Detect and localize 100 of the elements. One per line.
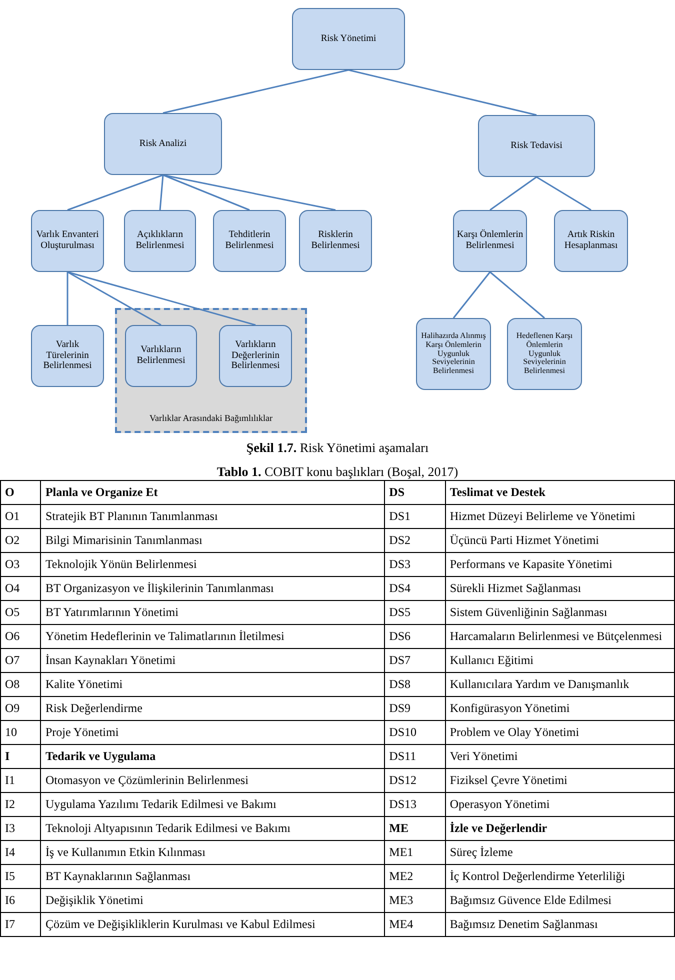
connector-line: [348, 69, 537, 116]
table-cell: ME: [384, 816, 446, 840]
table-cell: Kullanıcılara Yardım ve Danışmanlık: [445, 672, 674, 696]
connector-line: [66, 272, 68, 325]
process-box: Varlıkların Değerlerinin Belirlenmesi: [219, 325, 292, 387]
process-box: Varlıkların Belirlenmesi: [125, 325, 197, 387]
connector-line: [452, 272, 491, 318]
process-box: Risklerin Belirlenmesi: [299, 210, 372, 272]
connector-line: [536, 176, 592, 211]
connector-line: [67, 271, 162, 326]
table-cell: I2: [0, 792, 41, 816]
table-cell: Veri Yönetimi: [445, 744, 674, 768]
table-cell: I5: [0, 864, 41, 888]
table-cell: Teknolojik Yönün Belirlenmesi: [40, 552, 385, 576]
process-box: Tehditlerin Belirlenmesi: [213, 210, 286, 272]
process-box: Risk Yönetimi: [292, 8, 405, 70]
table-cell: BT Yatırımlarının Yönetimi: [40, 600, 385, 624]
group-title: Varlıklar Arasındaki Bağımlılıklar: [148, 413, 274, 423]
table-cell: Bağımsız Denetim Sağlanması: [445, 912, 674, 936]
table-cell: I: [0, 744, 41, 768]
table-cell: O7: [0, 648, 41, 672]
table-cell: İş ve Kullanımın Etkin Kılınması: [40, 840, 385, 864]
process-box: Risk Analizi: [104, 113, 222, 175]
table-cell: DS10: [384, 720, 446, 744]
table-cell: DS9: [384, 696, 446, 720]
connector-line: [162, 174, 336, 211]
table-cell: Otomasyon ve Çözümlerinin Belirlenmesi: [40, 768, 385, 792]
table-cell: DS7: [384, 648, 446, 672]
table-cell: Yönetim Hedeflerinin ve Talimatlarının İletilmesi: [40, 624, 385, 648]
table-cell: Bilgi Mimarisinin Tanımlanması: [40, 528, 385, 552]
table-cell: O1: [0, 504, 41, 528]
table-title: Tablo 1. COBIT konu başlıkları (Boşal, 2017): [216, 464, 460, 480]
table-cell: Proje Yönetimi: [40, 720, 385, 744]
process-box: Açıklıkların Belirlenmesi: [124, 210, 196, 272]
process-box: Karşı Önlemlerin Belirlenmesi: [453, 210, 527, 272]
table-cell: O4: [0, 576, 41, 600]
table-cell: O9: [0, 696, 41, 720]
table-cell: DS5: [384, 600, 446, 624]
table-cell: Fiziksel Çevre Yönetimi: [445, 768, 674, 792]
table-cell: Performans ve Kapasite Yönetimi: [445, 552, 674, 576]
table-cell: Üçüncü Parti Hizmet Yönetimi: [445, 528, 674, 552]
table-cell: DS12: [384, 768, 446, 792]
header-cell: Planla ve Organize Et: [40, 480, 385, 504]
connector-line: [490, 176, 537, 211]
table-cell: DS6: [384, 624, 446, 648]
table-cell: Kullanıcı Eğitimi: [445, 648, 674, 672]
header-cell: DS: [384, 480, 446, 504]
table-cell: I3: [0, 816, 41, 840]
process-box: Artık Riskin Hesaplanması: [554, 210, 628, 272]
table-cell: O8: [0, 672, 41, 696]
process-box: Risk Tedavisi: [478, 115, 595, 177]
table-cell: Konfigürasyon Yönetimi: [445, 696, 674, 720]
table-cell: Risk Değerlendirme: [40, 696, 385, 720]
table-cell: Değişiklik Yönetimi: [40, 888, 385, 912]
table-cell: Problem ve Olay Yönetimi: [445, 720, 674, 744]
table-cell: O3: [0, 552, 41, 576]
connector-line: [162, 69, 349, 114]
connector-line: [490, 271, 545, 319]
table-cell: DS1: [384, 504, 446, 528]
table-cell: Bağımsız Güvence Elde Edilmesi: [445, 888, 674, 912]
table-cell: DS4: [384, 576, 446, 600]
table-cell: O6: [0, 624, 41, 648]
table-cell: Hizmet Düzeyi Belirleme ve Yönetimi: [445, 504, 674, 528]
table-cell: BT Kaynaklarının Sağlanması: [40, 864, 385, 888]
table-cell: 10: [0, 720, 41, 744]
table-cell: BT Organizasyon ve İlişkilerinin Tanımlanması: [40, 576, 385, 600]
table-cell: Uygulama Yazılımı Tedarik Edilmesi ve Bakımı: [40, 792, 385, 816]
figure-caption: Şekil 1.7. Risk Yönetimi aşamaları: [245, 440, 430, 456]
table-cell: Stratejik BT Planının Tanımlanması: [40, 504, 385, 528]
table-cell: Çözüm ve Değişikliklerin Kurulması ve Kabul Edilmesi: [40, 912, 385, 936]
table-cell: O5: [0, 600, 41, 624]
table-cell: İzle ve Değerlendir: [445, 816, 674, 840]
table-cell: DS13: [384, 792, 446, 816]
table-cell: I1: [0, 768, 41, 792]
header-cell: Teslimat ve Destek: [445, 480, 674, 504]
table-cell: İnsan Kaynakları Yönetimi: [40, 648, 385, 672]
dashed-group-panel: [115, 308, 307, 433]
table-cell: Operasyon Yönetimi: [445, 792, 674, 816]
table-cell: DS2: [384, 528, 446, 552]
table-cell: Harcamaların Belirlenmesi ve Bütçelenmesi: [445, 624, 674, 648]
table-cell: Kalite Yönetimi: [40, 672, 385, 696]
header-cell: O: [0, 480, 41, 504]
connector-line: [162, 174, 250, 211]
table-cell: ME1: [384, 840, 446, 864]
table-cell: Teknoloji Altyapısının Tedarik Edilmesi ve Bakımı: [40, 816, 385, 840]
process-box: Varlık Türelerinin Belirlenmesi: [31, 325, 104, 387]
table-cell: DS8: [384, 672, 446, 696]
table-cell: I7: [0, 912, 41, 936]
table-cell: ME4: [384, 912, 446, 936]
process-box: Varlık Envanteri Oluşturulması: [31, 210, 104, 272]
table-cell: O2: [0, 528, 41, 552]
connector-line: [67, 271, 256, 326]
table-cell: ME3: [384, 888, 446, 912]
process-box: Hedeflenen Karşı Önlemlerin Uygunluk Seviyelerinin Belirlenmesi: [507, 318, 582, 390]
table-cell: I4: [0, 840, 41, 864]
table-cell: İç Kontrol Değerlendirme Yeterliliği: [445, 864, 674, 888]
table-cell: ME2: [384, 864, 446, 888]
connector-line: [67, 174, 164, 211]
table-cell: DS11: [384, 744, 446, 768]
process-box: Halihazırda Alınmış Karşı Önlemlerin Uygunluk Seviyelerinin Belirlenmesi: [416, 318, 491, 390]
